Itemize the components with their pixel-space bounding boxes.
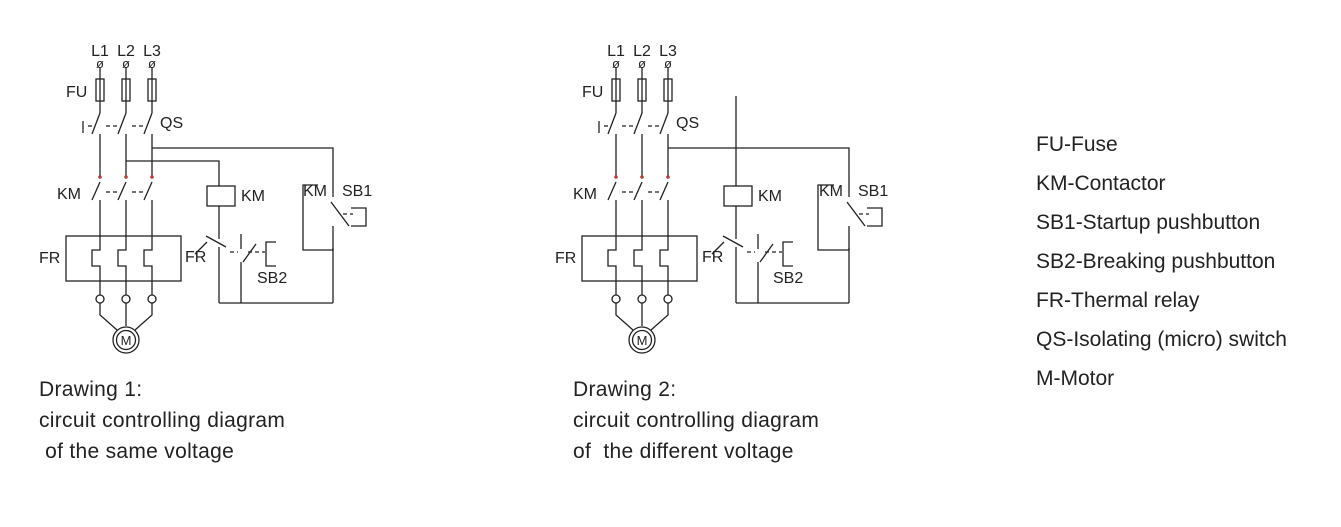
svg-text:ø: ø [96, 56, 104, 71]
svg-text:ø: ø [148, 56, 156, 71]
caption-drawing-1: Drawing 1: circuit controlling diagram o… [39, 374, 285, 467]
label-km-aux: KM [819, 183, 843, 200]
label-fr-contact: FR [702, 249, 723, 266]
label-sb2: SB2 [773, 270, 803, 287]
label-sb2: SB2 [257, 270, 287, 287]
caption-drawing-2: Drawing 2: circuit controlling diagram o… [573, 374, 819, 467]
phase-terminal-icon: ø ø ø [96, 56, 156, 71]
legend-item: FU-Fuse [1036, 133, 1118, 156]
label-l1: L1 [91, 43, 109, 60]
label-km: KM [573, 186, 597, 203]
phase-terminal-icon: ø ø ø [612, 56, 672, 71]
contact-dots-2 [614, 175, 670, 179]
label-l3: L3 [659, 43, 677, 60]
legend-item: FR-Thermal relay [1036, 289, 1200, 312]
label-fr: FR [555, 250, 576, 267]
caption-line: circuit controlling diagram [39, 409, 286, 432]
label-l2: L2 [633, 43, 651, 60]
diagram-2: ø ø ø L1 L2 L3 FU QS KM KM KM SB1 FR FR … [555, 43, 888, 354]
contact-dots-1 [98, 175, 154, 179]
legend: FU-Fuse KM-Contactor SB1-Startup pushbut… [1036, 127, 1287, 400]
caption-line: Drawing 2: [573, 378, 677, 401]
power-circuit-2 [581, 67, 883, 354]
label-qs: QS [160, 115, 183, 132]
label-l3: L3 [143, 43, 161, 60]
legend-item: SB1-Startup pushbutton [1036, 211, 1261, 234]
label-km-aux: KM [303, 183, 327, 200]
svg-text:ø: ø [638, 56, 646, 71]
legend-item: QS-Isolating (micro) switch [1036, 328, 1287, 351]
label-sb1: SB1 [342, 183, 372, 200]
label-km-coil: KM [758, 188, 782, 205]
motor-label: M [121, 333, 132, 348]
svg-text:ø: ø [122, 56, 130, 71]
caption-line: circuit controlling diagram [573, 409, 820, 432]
legend-item: KM-Contactor [1036, 172, 1166, 195]
label-fr: FR [39, 250, 60, 267]
label-l1: L1 [607, 43, 625, 60]
svg-text:ø: ø [664, 56, 672, 71]
label-fu: FU [66, 84, 87, 101]
power-circuit-1 [65, 67, 367, 354]
caption-line: Drawing 1: [39, 378, 143, 401]
caption-line: of the different voltage [573, 440, 794, 463]
caption-line: of the same voltage [39, 440, 235, 463]
label-fu: FU [582, 84, 603, 101]
label-qs: QS [676, 115, 699, 132]
label-km-coil: KM [241, 188, 265, 205]
label-sb1: SB1 [858, 183, 888, 200]
label-km: KM [57, 186, 81, 203]
legend-item: M-Motor [1036, 367, 1115, 390]
legend-item: SB2-Breaking pushbutton [1036, 250, 1276, 273]
label-fr-contact: FR [185, 249, 206, 266]
label-l2: L2 [117, 43, 135, 60]
motor-label: M [637, 333, 648, 348]
diagram-1: ø ø ø L1 L2 L3 FU QS KM KM KM SB1 FR FR … [39, 43, 372, 354]
svg-text:ø: ø [612, 56, 620, 71]
